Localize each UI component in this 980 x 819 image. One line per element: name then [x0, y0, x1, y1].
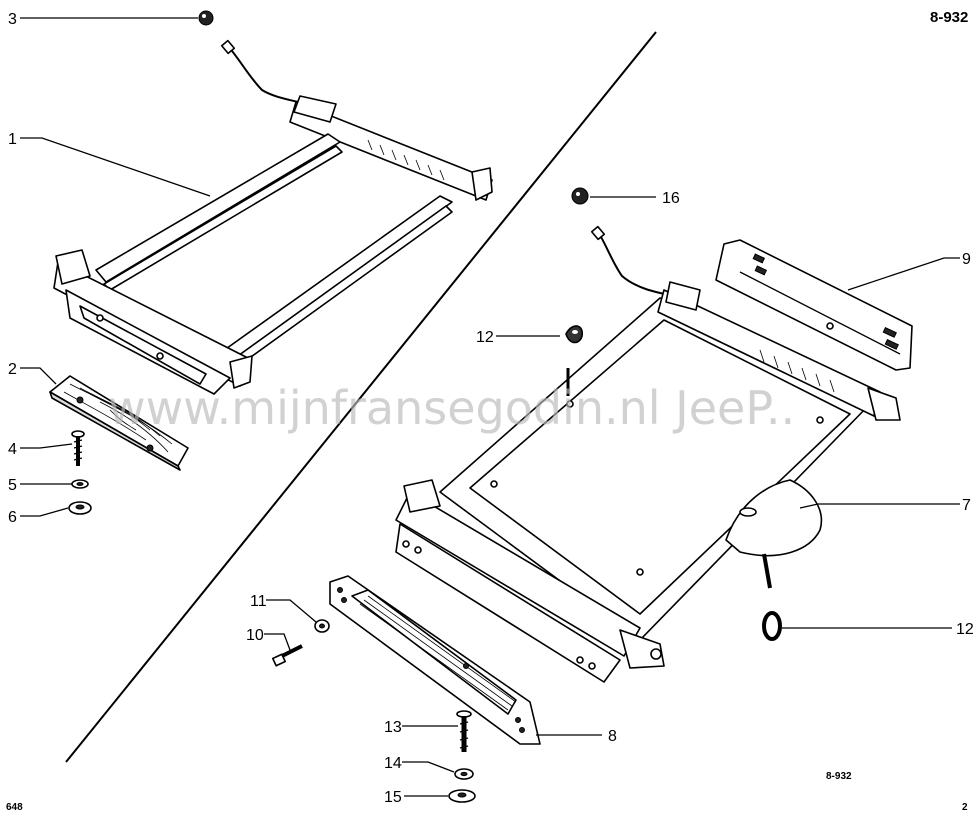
callout-1: 1 — [8, 131, 17, 148]
part-12-ring-lower — [762, 611, 782, 641]
part-4-screw — [71, 430, 85, 466]
callout-3: 3 — [8, 11, 17, 28]
callout-7: 7 — [962, 497, 971, 514]
part-7-pivot-plate — [725, 479, 823, 589]
knob-16-highlight — [576, 192, 580, 196]
part-15-flat-washer — [448, 789, 476, 803]
callout-11: 11 — [250, 593, 267, 610]
callout-6: 6 — [8, 509, 17, 526]
divider-line — [65, 31, 657, 763]
watermark: www.mijnfransegodin.nl JeeP.. — [108, 381, 795, 435]
part-12-clip-upper — [565, 325, 583, 344]
part-6-flat-washer — [68, 501, 92, 515]
sheet-code-bottom: 8-932 — [826, 771, 852, 782]
callout-9: 9 — [962, 251, 971, 268]
callout-5: 5 — [8, 477, 17, 494]
part-14-lock-washer — [454, 768, 474, 780]
part-3-knob — [198, 10, 214, 26]
callout-10: 10 — [246, 627, 264, 644]
part-1-seat-slide-frame — [53, 39, 493, 395]
leader-lines — [20, 17, 960, 797]
callout-12-upper: 12 — [476, 329, 494, 346]
callout-2: 2 — [8, 361, 17, 378]
page-number-right: 2 — [962, 802, 968, 813]
part-11-nut — [314, 619, 330, 633]
callout-8: 8 — [608, 728, 617, 745]
part-13-screw — [456, 710, 472, 752]
callout-13: 13 — [384, 719, 402, 736]
part-5-lock-washer — [71, 479, 89, 489]
sheet-code-top: 8-932 — [930, 9, 968, 26]
part-frame-right — [395, 225, 901, 683]
callout-12-lower: 12 — [956, 621, 974, 638]
part-2-wooden-block — [49, 375, 189, 471]
callout-15: 15 — [384, 789, 402, 806]
page-number-left: 648 — [6, 802, 23, 813]
callout-4: 4 — [8, 441, 17, 458]
part-9-bracket — [715, 239, 913, 371]
part-8-side-rail — [329, 575, 541, 745]
part-16-knob — [571, 187, 589, 205]
knob-highlight — [202, 14, 206, 18]
part-10-bolt — [271, 644, 303, 667]
callout-16: 16 — [662, 190, 680, 207]
callout-14: 14 — [384, 755, 402, 772]
